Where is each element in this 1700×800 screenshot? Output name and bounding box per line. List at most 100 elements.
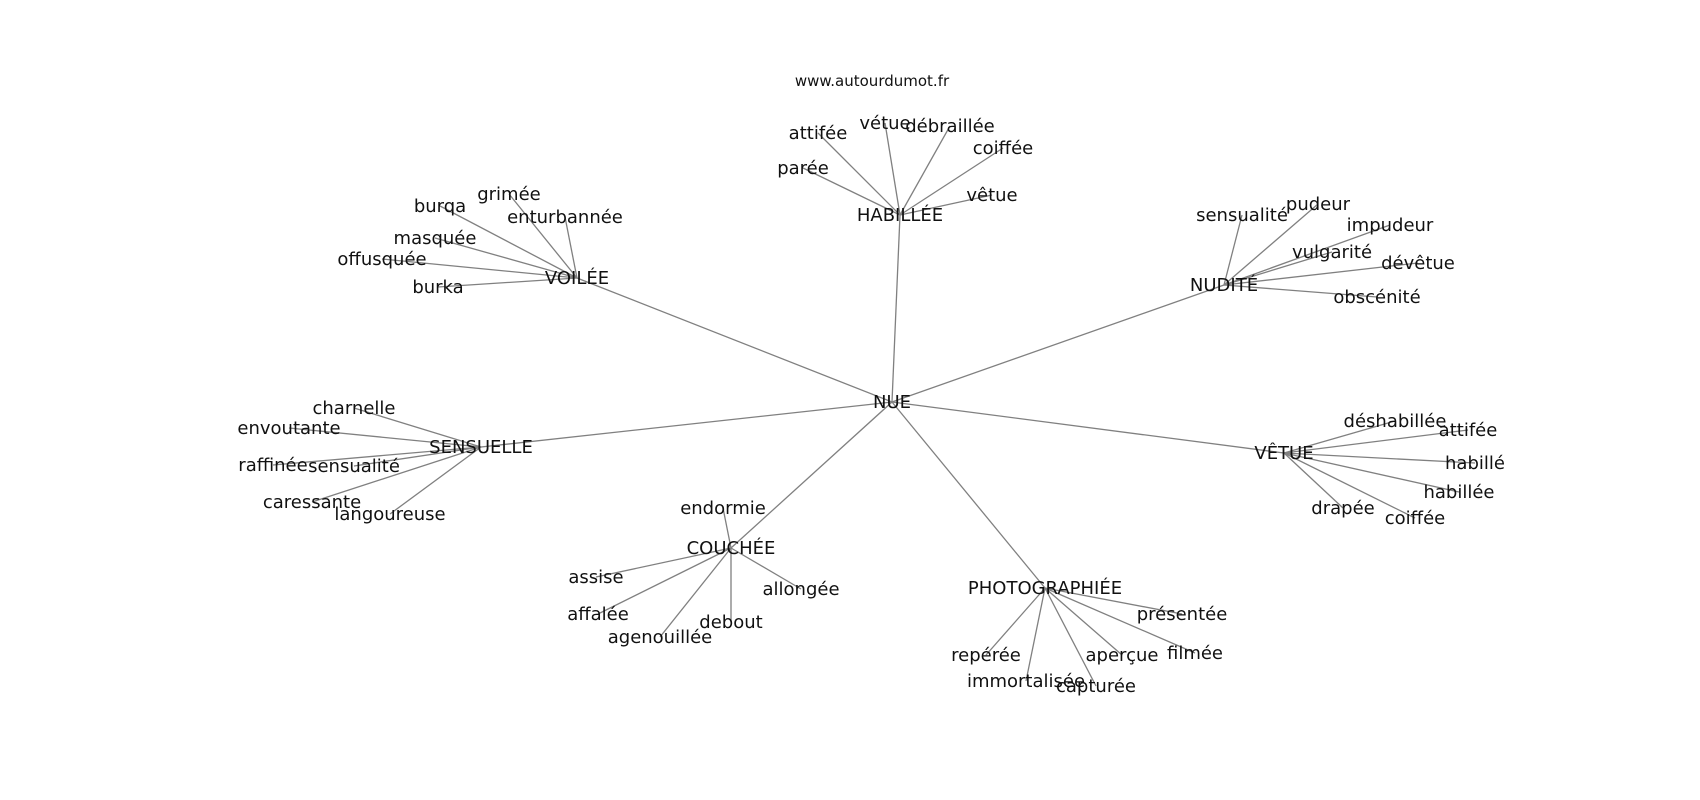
word-node-offusquee[interactable]: offusquée: [337, 249, 426, 270]
edge-couchee-agenouillee: [659, 547, 732, 638]
edge-habillee-coiffee: [899, 147, 1004, 216]
word-node-grimee[interactable]: grimée: [477, 184, 541, 205]
word-node-langoureuse[interactable]: langoureuse: [334, 504, 445, 525]
edge-vetue-deshabillee: [1283, 420, 1396, 454]
edge-voilee-masquee: [434, 237, 578, 279]
edges: [272, 122, 1476, 687]
word-node-capturee[interactable]: capturée: [1056, 676, 1136, 697]
edge-voilee-grimee: [508, 193, 578, 279]
edge-couchee-affalee: [597, 547, 732, 615]
edge-habillee-attifee: [817, 132, 901, 216]
word-node-assise[interactable]: assise: [568, 567, 623, 588]
word-node-reperee[interactable]: repérée: [951, 645, 1021, 666]
word-node-debout[interactable]: debout: [699, 612, 762, 633]
edge-sensuelle-envoutante: [288, 427, 482, 448]
edge-center-couchee: [730, 401, 893, 549]
edge-center-sensuelle: [480, 401, 893, 448]
word-node-masquee[interactable]: masquée: [394, 228, 477, 249]
edge-nudite-vulgarite: [1223, 251, 1333, 286]
edge-center-photographiee: [891, 401, 1046, 589]
edge-photographiee-reperee: [985, 587, 1046, 656]
edge-vetue-habille: [1283, 452, 1476, 464]
word-node-sensualite[interactable]: sensualité: [308, 456, 400, 477]
edge-vetue-habillee: [1283, 452, 1460, 493]
edge-habillee-vetue: [899, 194, 993, 216]
edge-nudite-devetue: [1223, 262, 1419, 286]
word-node-obscenite[interactable]: obscénité: [1333, 287, 1420, 308]
word-node-vetue[interactable]: vêtue: [966, 185, 1017, 206]
word-node-raffinee[interactable]: raffinée: [238, 455, 307, 476]
edge-vetue-drapee: [1283, 452, 1344, 509]
source-url[interactable]: www.autourdumot.fr: [795, 72, 950, 90]
word-node-drapee[interactable]: drapée: [1311, 498, 1374, 519]
word-node-deshabillee[interactable]: déshabillée: [1344, 411, 1447, 432]
edge-habillee-paree: [802, 167, 901, 216]
cluster-node-couchee[interactable]: COUCHÉE: [687, 537, 776, 559]
cluster-node-vetue[interactable]: VÊTUE: [1254, 442, 1313, 464]
edge-center-voilee: [576, 277, 893, 403]
word-node-vetue[interactable]: vétue: [859, 113, 910, 134]
word-node-coiffee[interactable]: coiffée: [973, 138, 1033, 159]
cluster-node-photographiee[interactable]: PHOTOGRAPHIÉE: [968, 577, 1122, 599]
edge-vetue-attifee: [1283, 429, 1469, 454]
word-node-habille[interactable]: habillé: [1445, 453, 1505, 474]
word-node-sensualite[interactable]: sensualité: [1196, 205, 1288, 226]
word-node-coiffee[interactable]: coiffée: [1385, 508, 1445, 529]
edge-center-nudite: [891, 284, 1225, 403]
word-node-paree[interactable]: parée: [777, 158, 829, 179]
word-node-attifee[interactable]: attifée: [789, 123, 848, 144]
center-node[interactable]: NUE: [873, 392, 911, 413]
labels: www.autourdumot.fr attifée vétuedébraillé…: [237, 72, 1505, 697]
edge-voilee-burka: [437, 277, 578, 288]
edge-nudite-pudeur: [1223, 203, 1319, 286]
cluster-node-nudite[interactable]: NUDITÉ: [1190, 274, 1258, 296]
edge-center-habillee: [891, 214, 901, 403]
edge-photographiee-immortalisee: [1025, 587, 1046, 682]
edge-vetue-coiffee: [1283, 452, 1416, 519]
word-node-presentee[interactable]: présentée: [1137, 604, 1228, 625]
word-node-apercue[interactable]: aperçue: [1086, 645, 1159, 666]
word-node-filmee[interactable]: filmée: [1167, 643, 1223, 664]
word-node-burka[interactable]: burka: [412, 277, 463, 298]
word-node-agenouillee[interactable]: agenouillée: [608, 627, 713, 648]
word-node-charnelle[interactable]: charnelle: [313, 398, 396, 419]
edge-voilee-burqa: [439, 205, 578, 279]
edge-couchee-assise: [595, 547, 732, 578]
edge-habillee-vetue: [884, 122, 901, 216]
word-node-attifee[interactable]: attifée: [1439, 420, 1498, 441]
cluster-node-habillee[interactable]: HABILLÉE: [857, 204, 943, 226]
edge-nudite-obscenite: [1223, 284, 1378, 298]
edge-sensuelle-langoureuse: [389, 446, 482, 515]
word-node-habillee[interactable]: habillée: [1423, 482, 1494, 503]
word-node-devetue[interactable]: dévêtue: [1381, 253, 1455, 274]
cluster-node-voilee[interactable]: VOILÉE: [545, 267, 609, 289]
word-node-impudeur[interactable]: impudeur: [1347, 215, 1434, 236]
edge-sensuelle-caressante: [311, 446, 482, 503]
edge-center-vetue: [891, 401, 1285, 454]
edge-sensuelle-sensualite: [353, 446, 482, 467]
word-node-immortalisee[interactable]: immortalisée: [967, 671, 1085, 692]
word-node-allongee[interactable]: allongée: [762, 579, 839, 600]
edge-couchee-allongee: [730, 547, 802, 590]
word-node-pudeur[interactable]: pudeur: [1286, 194, 1351, 215]
edge-photographiee-presentee: [1044, 587, 1183, 615]
word-node-caressante[interactable]: caressante: [263, 492, 361, 513]
edge-photographiee-apercue: [1044, 587, 1123, 656]
edge-couchee-endormie: [722, 507, 732, 549]
cluster-node-sensuelle[interactable]: SENSUELLE: [429, 437, 533, 458]
word-node-burqa[interactable]: burqa: [414, 196, 466, 217]
edge-photographiee-capturee: [1044, 587, 1097, 687]
word-node-endormie[interactable]: endormie: [680, 498, 766, 519]
word-node-enturbannee[interactable]: enturbannée: [507, 207, 623, 228]
edge-habillee-debraillee: [899, 125, 951, 216]
edge-voilee-enturbannee: [564, 216, 578, 279]
word-node-envoutante[interactable]: envoutante: [237, 418, 340, 439]
word-node-affalee[interactable]: affalée: [567, 604, 629, 625]
edge-nudite-sensualite: [1223, 214, 1243, 286]
edge-sensuelle-raffinee: [272, 446, 482, 466]
edge-photographiee-filmee: [1044, 587, 1196, 654]
word-node-vulgarite[interactable]: vulgarité: [1292, 242, 1372, 263]
word-node-debraillee[interactable]: débraillée: [905, 116, 995, 137]
edge-nudite-impudeur: [1223, 224, 1391, 286]
